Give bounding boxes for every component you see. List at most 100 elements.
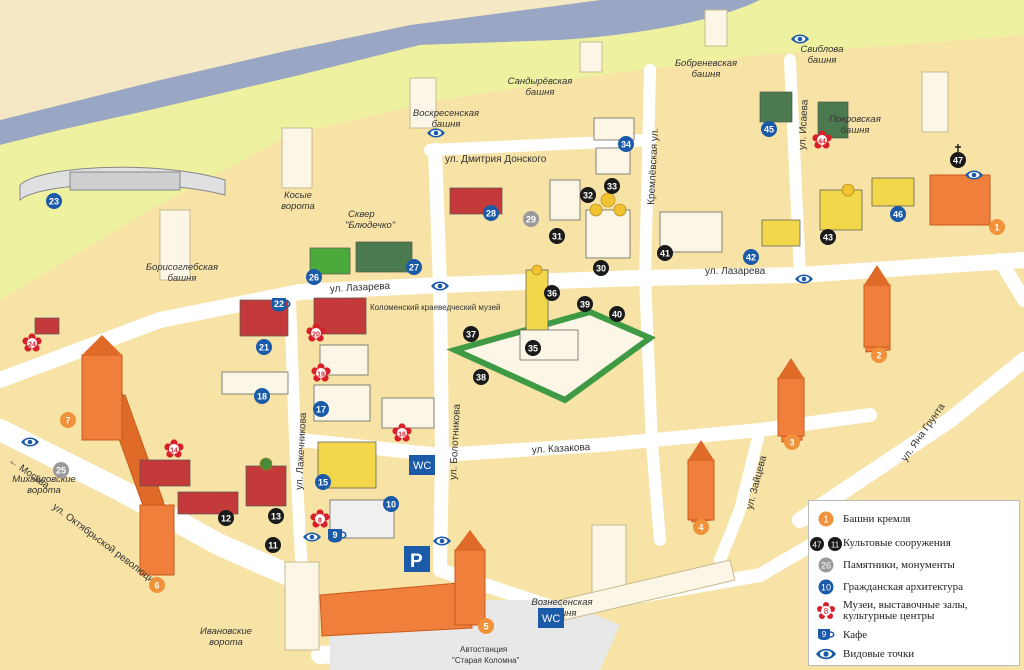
poi-marker-number: 47 bbox=[953, 156, 963, 166]
poi-marker-number: 11 bbox=[268, 541, 278, 551]
poi-marker-35[interactable]: 35 bbox=[525, 340, 541, 356]
poi-marker-18[interactable]: 18 bbox=[254, 388, 270, 404]
parking-sign-text: P bbox=[410, 551, 423, 572]
poi-marker-2[interactable]: 2 bbox=[871, 347, 887, 363]
poi-marker-30[interactable]: 30 bbox=[593, 260, 609, 276]
road-kremlevskaya bbox=[639, 64, 666, 546]
poi-marker-13[interactable]: 13 bbox=[268, 508, 284, 524]
marker-circle bbox=[218, 510, 234, 526]
wc-sign-2[interactable]: WC bbox=[538, 608, 564, 628]
eye-icon[interactable] bbox=[427, 128, 445, 138]
marker-circle bbox=[383, 496, 399, 512]
wc-sign-1[interactable]: WC bbox=[409, 455, 435, 475]
poi-marker-21[interactable]: 21 bbox=[256, 339, 272, 355]
poi-marker-number: 29 bbox=[526, 215, 536, 225]
poi-marker-43[interactable]: 43 bbox=[820, 229, 836, 245]
building-45 bbox=[759, 91, 793, 123]
eye-icon bbox=[816, 648, 836, 660]
tower-shape-5 bbox=[454, 549, 486, 626]
poi-marker-32[interactable]: 32 bbox=[580, 187, 596, 203]
poi-marker-11[interactable]: 11 bbox=[265, 537, 281, 553]
poi-marker-10[interactable]: 10 bbox=[383, 496, 399, 512]
marker-circle bbox=[60, 412, 76, 428]
poi-marker-8[interactable]: 8 bbox=[310, 509, 330, 528]
marker-circle bbox=[46, 193, 62, 209]
poi-marker-44[interactable]: 44 bbox=[812, 130, 832, 149]
marker-circle bbox=[820, 229, 836, 245]
eye-icon[interactable] bbox=[965, 170, 983, 180]
poi-marker-5[interactable]: 5 bbox=[478, 618, 494, 634]
svg-text:1: 1 bbox=[823, 515, 829, 526]
poi-marker-36[interactable]: 36 bbox=[544, 285, 560, 301]
building-33 bbox=[595, 147, 631, 175]
poi-marker-22[interactable]: 22 bbox=[272, 298, 291, 312]
poi-marker-39[interactable]: 39 bbox=[577, 296, 593, 312]
poi-marker-31[interactable]: 31 bbox=[549, 228, 565, 244]
poi-marker-number: 42 bbox=[746, 253, 756, 263]
parking-sign[interactable]: P bbox=[404, 546, 430, 572]
eye-icon[interactable] bbox=[303, 532, 321, 542]
legend-monuments-label: Памятники, монументы bbox=[843, 558, 955, 571]
poi-marker-27[interactable]: 27 bbox=[406, 259, 422, 275]
eye-icon[interactable] bbox=[21, 437, 39, 447]
dome-30a bbox=[589, 203, 603, 217]
building-41 bbox=[659, 211, 723, 253]
building-46 bbox=[871, 177, 915, 207]
poi-marker-number: 21 bbox=[259, 343, 269, 353]
poi-marker-20[interactable]: 20 bbox=[306, 323, 326, 342]
poi-marker-29[interactable]: 29 bbox=[523, 211, 539, 227]
building-32 bbox=[549, 179, 581, 221]
poi-marker-16[interactable]: 16 bbox=[392, 423, 412, 442]
tower-roof-7 bbox=[82, 335, 122, 355]
poi-marker-6[interactable]: 6 bbox=[149, 577, 165, 593]
poi-marker-12[interactable]: 12 bbox=[218, 510, 234, 526]
poi-marker-25[interactable]: 25 bbox=[53, 462, 69, 478]
marker-circle bbox=[254, 388, 270, 404]
poi-marker-7[interactable]: 7 bbox=[60, 412, 76, 428]
poi-marker-number: 20 bbox=[312, 332, 320, 339]
poi-marker-23[interactable]: 23 bbox=[46, 193, 62, 209]
poi-marker-26[interactable]: 26 bbox=[306, 269, 322, 285]
poi-marker-34[interactable]: 34 bbox=[618, 136, 634, 152]
poi-marker-14[interactable]: 14 bbox=[164, 439, 184, 458]
museum-center bbox=[169, 444, 179, 454]
ruin-voskresenskaya bbox=[409, 77, 437, 129]
poi-marker-38[interactable]: 38 bbox=[473, 369, 489, 385]
poi-marker-19[interactable]: 19 bbox=[311, 363, 331, 382]
poi-marker-24[interactable]: 24 bbox=[22, 333, 42, 352]
road-dmitry-donskogo bbox=[424, 134, 656, 156]
poi-marker-37[interactable]: 37 bbox=[463, 326, 479, 342]
marker-circle bbox=[743, 249, 759, 265]
tower-roof-2 bbox=[864, 265, 890, 285]
eye-icon[interactable] bbox=[431, 281, 449, 291]
eye-icon[interactable] bbox=[433, 536, 451, 546]
legend-row-cafe: 9 Кафе bbox=[809, 625, 1013, 645]
poi-marker-15[interactable]: 15 bbox=[315, 474, 331, 490]
poi-marker-41[interactable]: 41 bbox=[657, 245, 673, 261]
poi-marker-46[interactable]: 46 bbox=[890, 206, 906, 222]
poi-marker-number: 33 bbox=[607, 182, 617, 192]
poi-marker-9[interactable]: 9 bbox=[328, 529, 347, 543]
poi-marker-number: 7 bbox=[65, 416, 70, 426]
tower-roof-5 bbox=[455, 530, 485, 550]
eye-pupil bbox=[797, 36, 803, 42]
legend-civil-icon: 10 bbox=[809, 579, 843, 595]
poi-marker-42[interactable]: 42 bbox=[743, 249, 759, 265]
poi-marker-4[interactable]: 4 bbox=[693, 519, 709, 535]
marker-circle bbox=[525, 340, 541, 356]
museum-center bbox=[817, 135, 827, 145]
poi-marker-40[interactable]: 40 bbox=[609, 306, 625, 322]
legend-civil-label: Гражданская архитектура bbox=[843, 580, 963, 593]
poi-marker-17[interactable]: 17 bbox=[313, 401, 329, 417]
poi-marker-33[interactable]: 33 bbox=[604, 178, 620, 194]
eye-icon[interactable] bbox=[795, 274, 813, 284]
ruin-simeonovskaya bbox=[921, 71, 949, 133]
poi-marker-28[interactable]: 28 bbox=[483, 205, 499, 221]
poi-marker-45[interactable]: 45 bbox=[761, 121, 777, 137]
poi-marker-47[interactable]: 47 bbox=[950, 144, 966, 168]
eye-icon[interactable] bbox=[791, 34, 809, 44]
poi-marker-1[interactable]: 1 bbox=[989, 219, 1005, 235]
poi-marker-3[interactable]: 3 bbox=[784, 434, 800, 450]
ruin-ivanovskie bbox=[284, 561, 320, 651]
label-staraya-kolomna: "Старая Коломна" bbox=[452, 656, 520, 665]
